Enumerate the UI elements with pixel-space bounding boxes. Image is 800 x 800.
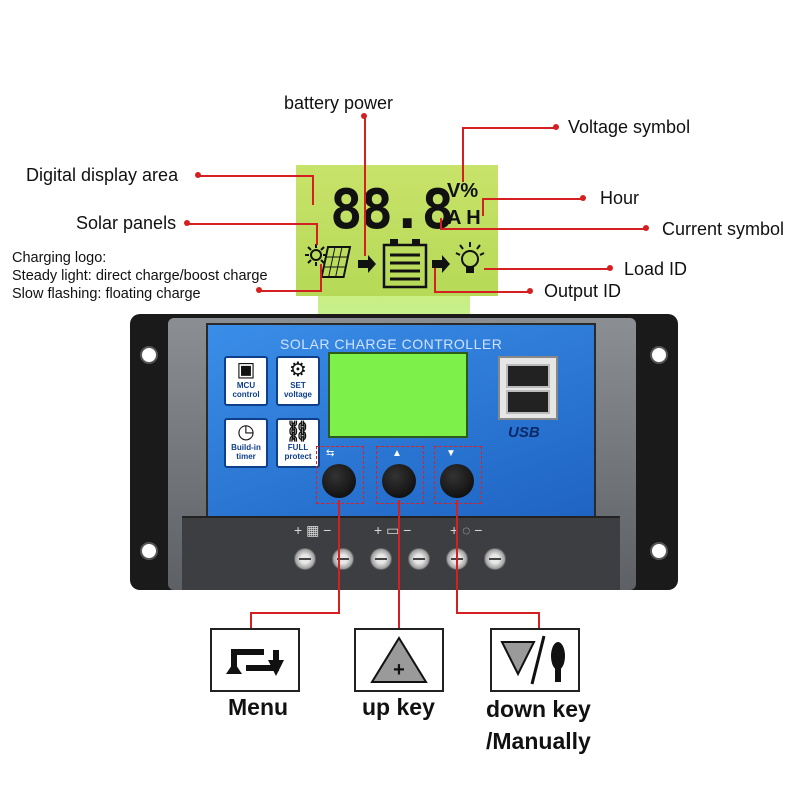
tile-label: Build-in	[226, 443, 266, 452]
key-label-manually: /Manually	[486, 730, 591, 753]
mounting-hole	[140, 542, 158, 560]
clock-icon: ◷	[226, 421, 266, 443]
down-key-legend	[490, 628, 580, 692]
label-slow-flashing: Slow flashing: floating charge	[12, 287, 201, 302]
label-solar-panels: Solar panels	[76, 214, 176, 232]
label-steady-light: Steady light: direct charge/boost charge	[12, 269, 268, 284]
tile-label: MCU	[226, 381, 266, 390]
mounting-hole	[140, 346, 158, 364]
tile-label: SET	[278, 381, 318, 390]
down-manual-icon	[492, 630, 578, 690]
tile-label: timer	[226, 452, 266, 461]
bulb-icon	[456, 242, 484, 273]
gear-icon: ⚙	[278, 359, 318, 381]
usb-port[interactable]	[506, 390, 550, 414]
lcd-icons-row	[296, 235, 498, 295]
terminal-screw[interactable]	[484, 548, 506, 570]
load-terminal-marking: + ◌ −	[450, 522, 482, 538]
label-current-symbol: Current symbol	[662, 220, 784, 238]
down-key-icon: ▼	[446, 448, 456, 459]
mounting-hole	[650, 542, 668, 560]
menu-key-legend	[210, 628, 300, 692]
voltage-percent-symbol: V%	[447, 180, 478, 203]
feature-tile-timer: ◷ Build-in timer	[224, 418, 268, 468]
key-label-up: up key	[362, 696, 435, 719]
label-output-id: Output ID	[544, 282, 621, 300]
lcd-digits: 88.8	[330, 178, 452, 241]
lcd-screen	[328, 352, 468, 438]
label-battery-power: battery power	[284, 94, 393, 112]
up-key-icon: ▲	[392, 448, 402, 459]
feature-tile-mcu: ▣ MCU control	[224, 356, 268, 406]
amp-hour-symbol: A H	[447, 207, 481, 230]
tile-label: FULL	[278, 443, 318, 452]
label-digital-display-area: Digital display area	[26, 166, 178, 184]
terminal-screw[interactable]	[294, 548, 316, 570]
tile-label: control	[226, 390, 266, 399]
feature-tile-protect: ⛓ FULL protect	[276, 418, 320, 468]
battery-terminal-marking: + ▭ −	[374, 522, 411, 539]
up-key-legend: +	[354, 628, 444, 692]
menu-cycle-icon	[212, 630, 298, 690]
feature-tile-set: ⚙ SET voltage	[276, 356, 320, 406]
chip-icon: ▣	[226, 359, 266, 381]
battery-icon	[384, 239, 426, 287]
panel-title: SOLAR CHARGE CONTROLLER	[280, 336, 502, 352]
terminal-screw[interactable]	[408, 548, 430, 570]
up-plus-icon: +	[356, 630, 442, 690]
tile-label: voltage	[278, 390, 318, 399]
lock-icon: ⛓	[278, 421, 318, 443]
usb-port[interactable]	[506, 364, 550, 388]
mounting-hole	[650, 346, 668, 364]
key-label-down: down key	[486, 698, 591, 721]
down-knob[interactable]	[440, 464, 474, 498]
usb-label: USB	[508, 424, 540, 441]
menu-key-icon: ⇆	[326, 448, 334, 459]
label-charging-logo: Charging logo:	[12, 251, 106, 266]
label-hour: Hour	[600, 189, 639, 207]
tile-label: protect	[278, 452, 318, 461]
key-label-menu: Menu	[228, 696, 288, 719]
solar-panel-icon	[322, 247, 350, 277]
svg-text:+: +	[393, 659, 405, 681]
terminal-screw[interactable]	[332, 548, 354, 570]
charge-arrow-icon	[358, 255, 376, 273]
menu-knob[interactable]	[322, 464, 356, 498]
solar-terminal-marking: + ▦ −	[294, 522, 331, 539]
label-voltage-symbol: Voltage symbol	[568, 118, 690, 136]
terminal-screw[interactable]	[370, 548, 392, 570]
label-load-id: Load ID	[624, 260, 687, 278]
usb-ports[interactable]	[498, 356, 558, 420]
up-knob[interactable]	[382, 464, 416, 498]
